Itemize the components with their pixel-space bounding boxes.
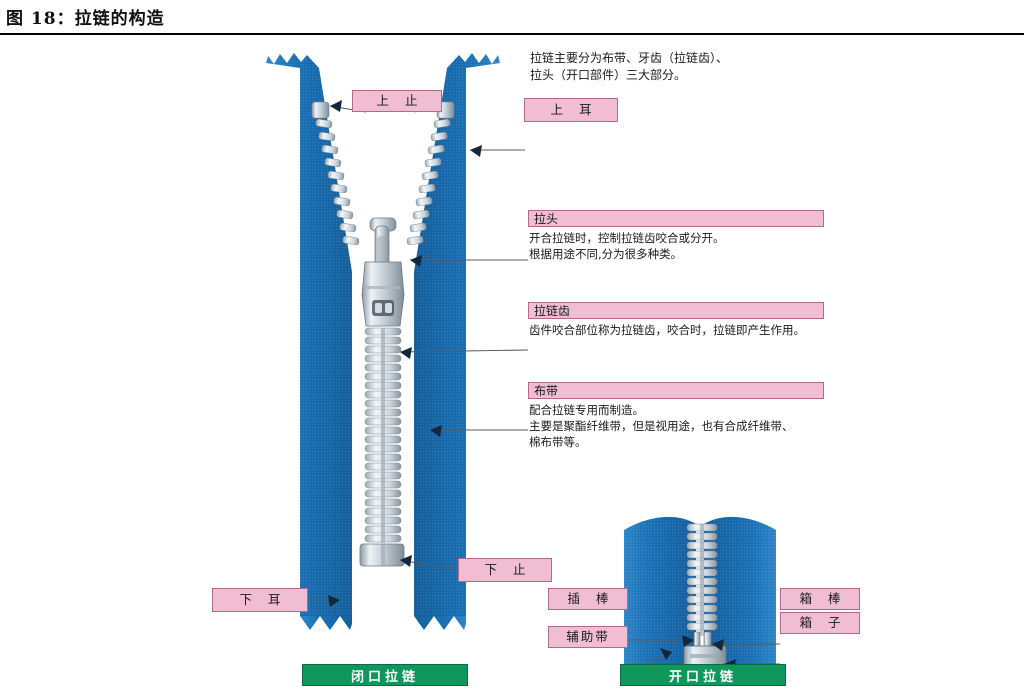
callout-top-ear[interactable]: 上 耳 [524, 98, 618, 122]
callout-tape[interactable]: 布带 [528, 382, 824, 399]
closed-zipper-right-tape [414, 53, 500, 630]
callout-teeth[interactable]: 拉链齿 [528, 302, 824, 319]
open-zipper-teeth [686, 523, 718, 636]
callout-slider[interactable]: 拉头 [528, 210, 824, 227]
teeth-description: 齿件咬合部位称为拉链齿，咬合时，拉链即产生作用。 [529, 323, 805, 337]
page-title: 图 18：拉链的构造 [6, 9, 165, 29]
callout-box[interactable]: 箱 子 [780, 612, 860, 634]
callout-top-stop[interactable]: 上 止 [352, 90, 442, 112]
teeth-right-open [406, 118, 451, 246]
open-zipper-left-tape [624, 516, 696, 666]
top-stop-left [311, 101, 330, 119]
callout-bottom-ear[interactable]: 下 耳 [212, 588, 308, 612]
closed-zipper-left-tape [266, 53, 352, 630]
callout-bottom-stop[interactable]: 下 止 [458, 558, 552, 582]
callout-insert-pin[interactable]: 插 棒 [548, 588, 628, 610]
callout-aux-tape[interactable]: 辅助带 [548, 626, 628, 648]
caption-closed-end-zipper[interactable]: 闭口拉链 [302, 664, 468, 686]
teeth-left-open [315, 118, 360, 246]
bottom-stop [359, 543, 405, 567]
zipper-illustration [266, 53, 780, 681]
tape-description: 配合拉链专用而制造。 主要是聚酯纤维带，但是视用途，也有合成纤维带、 棉布带等。 [529, 403, 794, 449]
open-zipper-right-tape [704, 516, 776, 666]
zipper-diagram: 拉链主要分为布带、牙齿（拉链齿）、 拉头（开口部件）三大部分。 上 止 上 耳 … [0, 40, 1024, 699]
figure-header: 图 18：拉链的构造 [0, 0, 1024, 40]
slider-description: 开合拉链时，控制拉链齿咬合或分开。 根据用途不同,分为很多种类。 [529, 231, 725, 261]
teeth-closed-column [364, 327, 402, 543]
slider [361, 217, 405, 327]
title-divider [0, 33, 1024, 35]
caption-open-end-zipper[interactable]: 开口拉链 [620, 664, 786, 686]
callout-box-pin[interactable]: 箱 棒 [780, 588, 860, 610]
intro-text: 拉链主要分为布带、牙齿（拉链齿）、 拉头（开口部件）三大部分。 [530, 51, 729, 82]
